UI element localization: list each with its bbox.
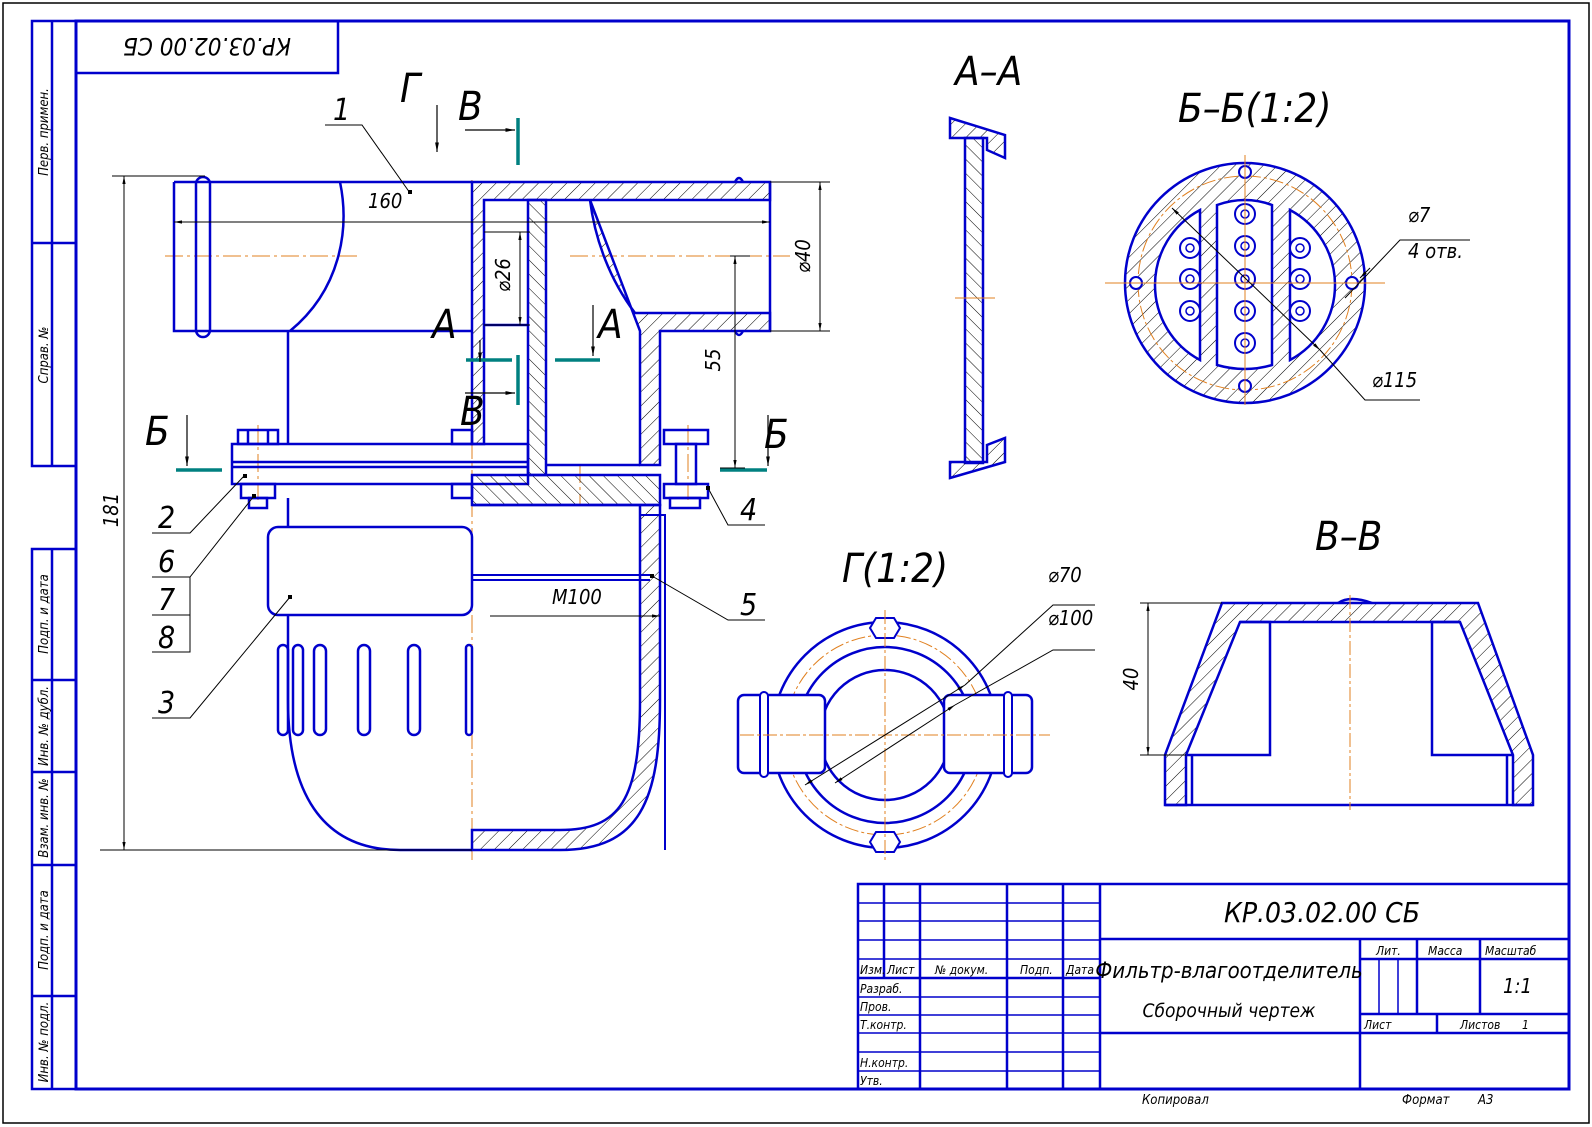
tb-col-list: Лист xyxy=(886,963,915,977)
strip-label-podp-data-1: Подп. и дата xyxy=(37,574,52,654)
g-dim-d70: ⌀70 xyxy=(1048,563,1082,587)
title-block: Изм. Лист № докум. Подп. Дата Разраб. Пр… xyxy=(856,882,1571,1108)
tb-lit-label: Лит. xyxy=(1375,944,1401,958)
strip-label-inv-dubl: Инв. № дубл. xyxy=(37,686,52,766)
rotated-designation: КР.03.02.00 СБ xyxy=(123,32,291,60)
tb-sheet-label: Лист xyxy=(1363,1018,1392,1032)
strip-label-podp-data-2: Подп. и дата xyxy=(37,890,52,970)
section-mark-b-right: Б xyxy=(764,412,789,458)
tb-mass-label: Масса xyxy=(1428,944,1462,958)
tb-subtitle: Сборочный чертеж xyxy=(1143,1000,1317,1022)
tb-scale-value: 1:1 xyxy=(1503,974,1532,998)
format-label: Формат xyxy=(1402,1093,1451,1108)
view-g: Г(1:2) ⌀70 ⌀100 xyxy=(736,546,1095,860)
position-7: 7 xyxy=(158,583,175,618)
tb-sheets-label: Листов xyxy=(1459,1018,1500,1032)
section-mark-v-top: В xyxy=(458,84,483,130)
section-aa: А–А xyxy=(948,49,1022,480)
strip-label-sprav-no: Справ. № xyxy=(37,327,52,384)
section-mark-v-bottom: В xyxy=(460,389,485,435)
position-2: 2 xyxy=(158,501,175,536)
section-vv: В–В 40 xyxy=(1119,514,1535,810)
format-value: А3 xyxy=(1477,1093,1493,1108)
position-1: 1 xyxy=(333,93,350,128)
position-8: 8 xyxy=(158,621,175,656)
tb-title: Фильтр-влагоотделитель xyxy=(1095,959,1362,984)
tb-col-doc-no: № докум. xyxy=(934,963,988,977)
bb-dim-bolt-circle: ⌀115 xyxy=(1372,368,1417,392)
dim-d26: ⌀26 xyxy=(491,258,515,292)
view-g-title: Г(1:2) xyxy=(842,546,948,592)
tb-role-tkontr: Т.контр. xyxy=(860,1018,907,1032)
section-vv-title: В–В xyxy=(1315,514,1382,560)
thread-m100: М100 xyxy=(552,585,602,609)
section-mark-a-right: А xyxy=(596,302,623,348)
g-dim-d100: ⌀100 xyxy=(1048,606,1093,630)
view-mark-g: Г xyxy=(400,66,423,112)
tb-role-razrab: Разраб. xyxy=(860,982,902,996)
position-5: 5 xyxy=(740,588,757,623)
tb-sheets-value: 1 xyxy=(1522,1018,1529,1032)
copied-by-label: Копировал xyxy=(1142,1093,1209,1108)
strip-label-inv-podl: Инв. № подл. xyxy=(37,1002,52,1083)
position-3: 3 xyxy=(158,686,175,721)
section-mark-a-left: А xyxy=(430,302,457,348)
position-6: 6 xyxy=(158,545,175,580)
vv-dim-40: 40 xyxy=(1119,668,1143,691)
left-strip xyxy=(30,19,78,1091)
main-view: Г В А А В Б Б 160 181 ⌀26 ⌀40 55 М100 1 … xyxy=(99,66,830,860)
tb-scale-label: Масштаб xyxy=(1485,944,1537,958)
dim-length-160: 160 xyxy=(368,189,402,213)
tb-col-sign: Подп. xyxy=(1020,963,1053,977)
dim-55: 55 xyxy=(701,349,725,372)
cutting-plane-marks xyxy=(176,118,767,472)
strip-label-perv-primen: Перв. примен. xyxy=(37,88,52,176)
tb-designation: КР.03.02.00 СБ xyxy=(1224,896,1420,929)
section-bb-title: Б–Б(1:2) xyxy=(1178,86,1331,132)
dim-height-181: 181 xyxy=(99,493,123,527)
rotated-designation-box xyxy=(74,19,340,75)
section-bb: Б–Б(1:2) ⌀7 4 отв. ⌀115 xyxy=(1105,86,1470,405)
tb-role-nkontr: Н.контр. xyxy=(860,1056,908,1070)
strip-label-vzam-inv: Взам. инв. № xyxy=(37,778,52,857)
position-4: 4 xyxy=(740,493,757,528)
tb-role-utv: Утв. xyxy=(860,1074,883,1088)
bb-hole-count: 4 отв. xyxy=(1408,239,1463,263)
section-mark-b-left: Б xyxy=(145,409,170,455)
bb-dim-hole: ⌀7 xyxy=(1408,203,1431,227)
tb-col-date: Дата xyxy=(1065,963,1094,977)
tb-role-prov: Пров. xyxy=(860,1000,891,1014)
dim-d40: ⌀40 xyxy=(791,239,815,273)
section-aa-title: А–А xyxy=(953,49,1022,95)
tb-col-izm: Изм. xyxy=(860,963,885,977)
